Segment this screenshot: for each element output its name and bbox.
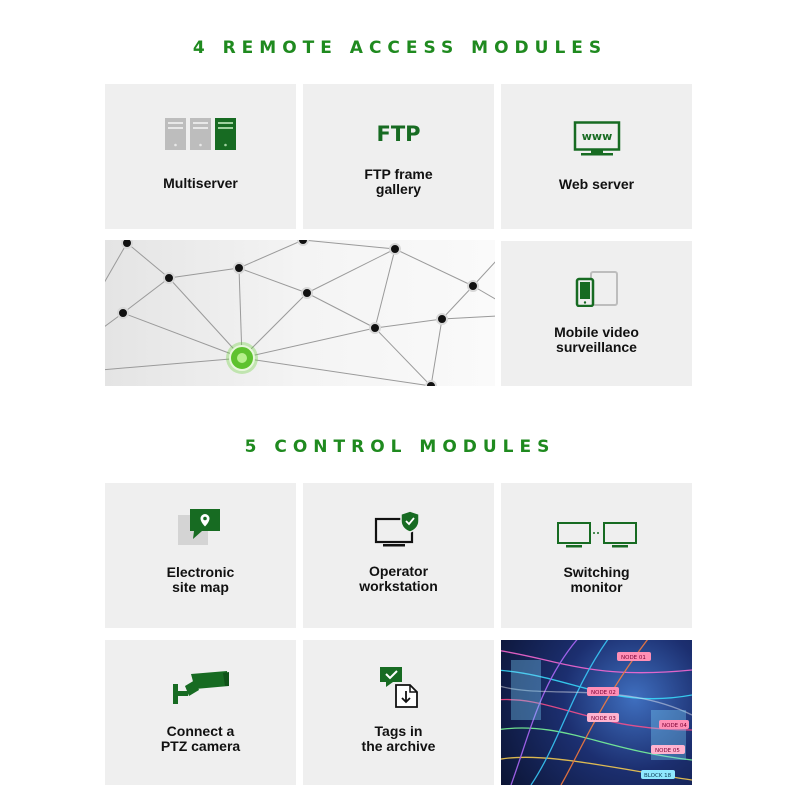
tile-label: Operator workstation: [359, 563, 438, 594]
tile-electronic-site-map[interactable]: Electronic site map: [105, 483, 296, 628]
node-label: NODE 01: [621, 655, 646, 661]
servers-icon: [105, 116, 296, 152]
tile-label: Switching monitor: [563, 564, 630, 595]
tile-mobile-surveillance[interactable]: Mobile video surveillance: [501, 241, 692, 386]
node-label: BLOCK 18: [644, 773, 672, 779]
tile-label: Mobile video surveillance: [554, 324, 639, 355]
tile-label: Tags in the archive: [361, 723, 436, 754]
node-label: NODE 03: [591, 716, 616, 722]
node-label: NODE 05: [655, 748, 680, 754]
node-label: NODE 02: [591, 690, 616, 696]
map-pin-icon: [105, 509, 296, 549]
tile-label: Web server: [558, 176, 635, 192]
tile-label: Electronic site map: [166, 564, 235, 595]
tile-ptz-camera[interactable]: Connect a PTZ camera: [105, 640, 296, 785]
network-nodes-image: [105, 240, 495, 386]
tile-switching-monitor[interactable]: Switching monitor: [501, 483, 692, 628]
tile-label: Multiserver: [163, 175, 238, 191]
dual-monitor-icon: [501, 521, 692, 549]
tag-archive-icon: [303, 666, 494, 708]
node-flow-image: NODE 01 NODE 02 NODE 03 NODE 04 NODE 05 …: [501, 640, 692, 785]
tile-label: Connect a PTZ camera: [160, 723, 241, 754]
www-text: www: [581, 130, 612, 143]
node-label: NODE 04: [662, 723, 687, 729]
tile-web-server[interactable]: www Web server: [501, 84, 692, 229]
monitor-www-icon: www: [501, 121, 692, 157]
ptz-camera-icon: [105, 670, 296, 706]
tile-tags-archive[interactable]: Tags in the archive: [303, 640, 494, 785]
tile-multiserver[interactable]: Multiserver: [105, 84, 296, 229]
tile-ftp-gallery[interactable]: FTP FTP frame gallery: [303, 84, 494, 229]
mobile-tablet-icon: [501, 271, 692, 307]
tile-label: FTP frame gallery: [364, 166, 433, 197]
remote-section-title: 4 REMOTE ACCESS MODULES: [192, 38, 608, 58]
tile-operator-workstation[interactable]: Operator workstation: [303, 483, 494, 628]
ftp-icon: FTP: [303, 122, 494, 146]
ftp-icon-text: FTP: [376, 122, 421, 146]
control-section-title: 5 CONTROL MODULES: [244, 437, 556, 457]
monitor-shield-icon: [303, 509, 494, 549]
